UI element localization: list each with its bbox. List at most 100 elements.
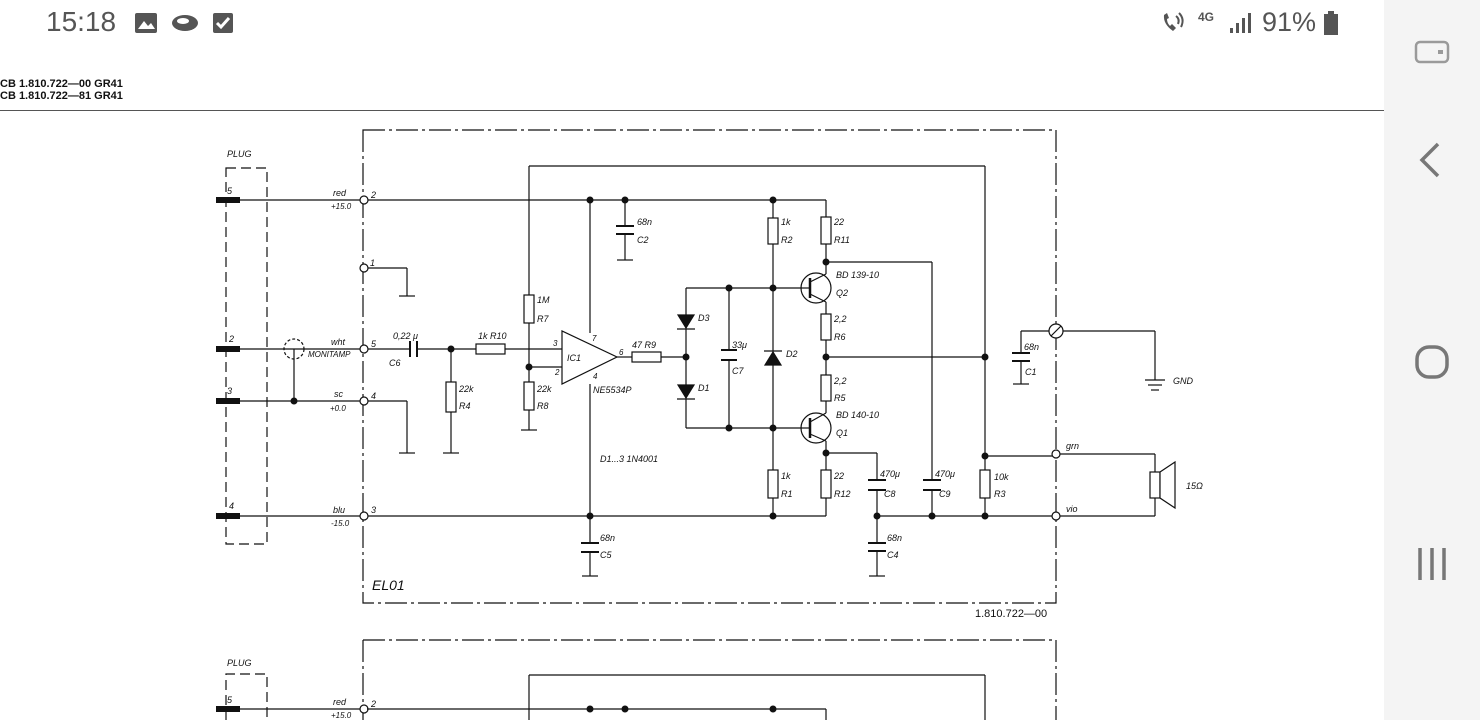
- q1-label: Q1: [836, 428, 848, 438]
- blu-label: blu: [333, 505, 345, 515]
- r1-value: 1k: [781, 471, 791, 481]
- c2-label: C2: [637, 235, 649, 245]
- c6-value: 0,22 μ: [393, 331, 418, 341]
- ic-pin-6: 6: [619, 348, 624, 357]
- pin-3: 3: [227, 386, 232, 396]
- r10-label: 1k R10: [478, 331, 507, 341]
- cloud-icon: [172, 15, 198, 31]
- home-icon[interactable]: [1404, 334, 1460, 390]
- second-schematic: [216, 639, 1057, 720]
- c7-label: C7: [732, 366, 744, 376]
- r9-label: 47 R9: [632, 340, 656, 350]
- wht-label: wht: [331, 337, 346, 347]
- d2-label: D2: [786, 349, 798, 359]
- navigation-bar: [1384, 0, 1480, 720]
- r6-label: R6: [834, 332, 846, 342]
- header-line-1: CB 1.810.722—00 GR41: [0, 78, 123, 90]
- opamp-ic1: [561, 330, 619, 385]
- diodes: [676, 314, 783, 400]
- terminal-3: 3: [371, 505, 376, 515]
- plug-label: PLUG: [227, 149, 252, 159]
- wifi-calling-icon: [1163, 12, 1184, 31]
- battery-icon: [1324, 11, 1338, 35]
- plug-pins: [216, 197, 240, 519]
- document-header: CB 1.810.722—00 GR41 CB 1.810.722—81 GR4…: [0, 78, 123, 102]
- sc-voltage: +0.0: [330, 404, 346, 413]
- resistors: [445, 216, 991, 499]
- r8-label: R8: [537, 401, 549, 411]
- rotate-screen-icon[interactable]: [1404, 22, 1460, 78]
- ic-pin-3: 3: [553, 339, 558, 348]
- battery-percent: 91%: [1262, 7, 1317, 37]
- pin-4: 4: [229, 501, 234, 511]
- ic1-type: NE5534P: [593, 385, 632, 395]
- c4-value: 68n: [887, 533, 902, 543]
- board-label: EL01: [372, 577, 405, 593]
- diodes-note: D1...3 1N4001: [600, 454, 658, 464]
- blu-voltage: -15.0: [331, 519, 350, 528]
- plug-outline: [225, 167, 268, 545]
- r5-value: 2,2: [833, 376, 847, 386]
- ic-pin-2: 2: [554, 368, 560, 377]
- image-icon: [135, 13, 157, 33]
- capacitors: [409, 225, 1030, 553]
- c2-value: 68n: [637, 217, 652, 227]
- speaker: [1149, 471, 1161, 499]
- red-label: red: [333, 188, 347, 198]
- header-line-2: CB 1.810.722—81 GR41: [0, 90, 123, 102]
- c1-label: C1: [1025, 367, 1037, 377]
- schematic-diagram: PLUG PLUG 5 5 2 3 4 red +15.0 red +15.0 …: [216, 129, 1203, 720]
- c1-value: 68n: [1024, 342, 1039, 352]
- junction-dots: [290, 196, 989, 520]
- sc-label: sc: [334, 389, 344, 399]
- r1-label: R1: [781, 489, 793, 499]
- terminal-5: 5: [371, 339, 377, 349]
- r5-label: R5: [834, 393, 846, 403]
- r2-label: R2: [781, 235, 793, 245]
- r12-label: R12: [834, 489, 851, 499]
- pin-2: 2: [228, 334, 234, 344]
- c6-label: C6: [389, 358, 401, 368]
- r11-value: 22: [833, 217, 844, 227]
- c8-label: C8: [884, 489, 896, 499]
- status-bar: 15:18 4G 91%: [0, 0, 1384, 48]
- terminal-2: 2: [370, 190, 376, 200]
- gnd-label: GND: [1173, 376, 1194, 386]
- red-label-2: red: [333, 697, 347, 707]
- checkbox-icon: [213, 13, 233, 33]
- d1-label: D1: [698, 383, 710, 393]
- transistors: [800, 272, 832, 444]
- r12-value: 22: [833, 471, 844, 481]
- red-voltage: +15.0: [331, 202, 352, 211]
- c9-value: 470μ: [935, 469, 955, 479]
- q2-type: BD 139-10: [836, 270, 879, 280]
- c4-label: C4: [887, 550, 899, 560]
- r3-value: 10k: [994, 472, 1009, 482]
- network-type: 4G: [1198, 10, 1215, 24]
- document-page[interactable]: CB 1.810.722—00 GR41 CB 1.810.722—81 GR4…: [0, 48, 1384, 720]
- r2-value: 1k: [781, 217, 791, 227]
- r3-label: R3: [994, 489, 1006, 499]
- r8-value: 22k: [536, 384, 552, 394]
- c7-value: 33μ: [732, 340, 747, 350]
- c9-label: C9: [939, 489, 951, 499]
- board-outline: [362, 129, 1057, 604]
- r4-value: 22k: [458, 384, 474, 394]
- header-divider: [0, 110, 1384, 111]
- terminals: [359, 195, 1064, 521]
- d3-label: D3: [698, 313, 710, 323]
- vio-label: vio: [1066, 504, 1078, 514]
- q2-label: Q2: [836, 288, 848, 298]
- ic-pin-7: 7: [592, 334, 597, 343]
- ic-pin-4: 4: [593, 372, 598, 381]
- pin-5-second: 5: [227, 695, 233, 705]
- recent-apps-icon[interactable]: [1404, 536, 1460, 592]
- monitamp-label: MONITAMP: [308, 350, 351, 359]
- r11-label: R11: [834, 235, 850, 245]
- speaker-label: 15Ω: [1186, 481, 1203, 491]
- back-icon[interactable]: [1404, 132, 1460, 188]
- signal-icon: [1230, 13, 1251, 33]
- r4-label: R4: [459, 401, 471, 411]
- clock: 15:18: [46, 6, 117, 37]
- ic1-label: IC1: [567, 353, 581, 363]
